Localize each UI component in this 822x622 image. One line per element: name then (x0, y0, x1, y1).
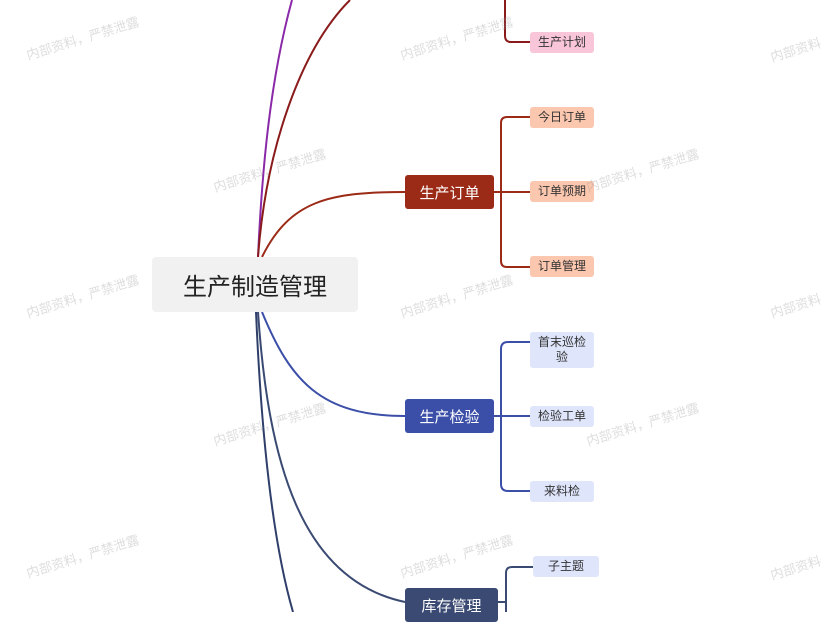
leaf-label: 来料检 (543, 484, 580, 498)
branch-inventory[interactable]: 库存管理 (405, 588, 498, 622)
branch-production-inspection[interactable]: 生产检验 (405, 399, 494, 433)
leaf-production-plan[interactable]: 生产计划 (530, 32, 594, 53)
bracket-production-order (494, 116, 530, 268)
leaf-subtopic[interactable]: 子主题 (533, 556, 599, 577)
leaf-order-management[interactable]: 订单管理 (530, 256, 594, 277)
leaf-label: 检验工单 (537, 409, 586, 423)
branch-label: 生产订单 (419, 183, 480, 202)
branch-production-order[interactable]: 生产订单 (405, 175, 494, 209)
leaf-incoming-inspection[interactable]: 来料检 (530, 481, 594, 502)
leaf-today-orders[interactable]: 今日订单 (530, 107, 594, 128)
leaf-label: 今日订单 (537, 110, 586, 124)
leaf-label: 订单预期 (537, 184, 586, 198)
root-label: 生产制造管理 (183, 273, 327, 301)
leaf-inspection-work-order[interactable]: 检验工单 (530, 406, 594, 427)
connector-purple-top (257, 0, 293, 258)
leaf-label: 子主题 (547, 559, 584, 573)
branch-label: 库存管理 (421, 596, 482, 615)
leaf-first-last-inspection[interactable]: 首末巡检验 (530, 332, 594, 368)
leaf-label: 订单管理 (537, 259, 586, 273)
leaf-label: 生产计划 (537, 35, 586, 49)
bracket-inventory (498, 566, 533, 612)
bracket-production-plan (504, 0, 530, 43)
connector-production-order (261, 191, 406, 258)
connector-inventory (257, 311, 406, 603)
connector-bottom-navy (255, 311, 294, 612)
root-node[interactable]: 生产制造管理 (152, 257, 358, 312)
leaf-label: 首末巡检验 (537, 335, 586, 364)
connector-red-top (257, 0, 351, 258)
branch-label: 生产检验 (419, 407, 480, 426)
connector-production-inspection (261, 311, 406, 417)
leaf-order-forecast[interactable]: 订单预期 (530, 181, 594, 202)
bracket-production-inspection (494, 341, 530, 492)
